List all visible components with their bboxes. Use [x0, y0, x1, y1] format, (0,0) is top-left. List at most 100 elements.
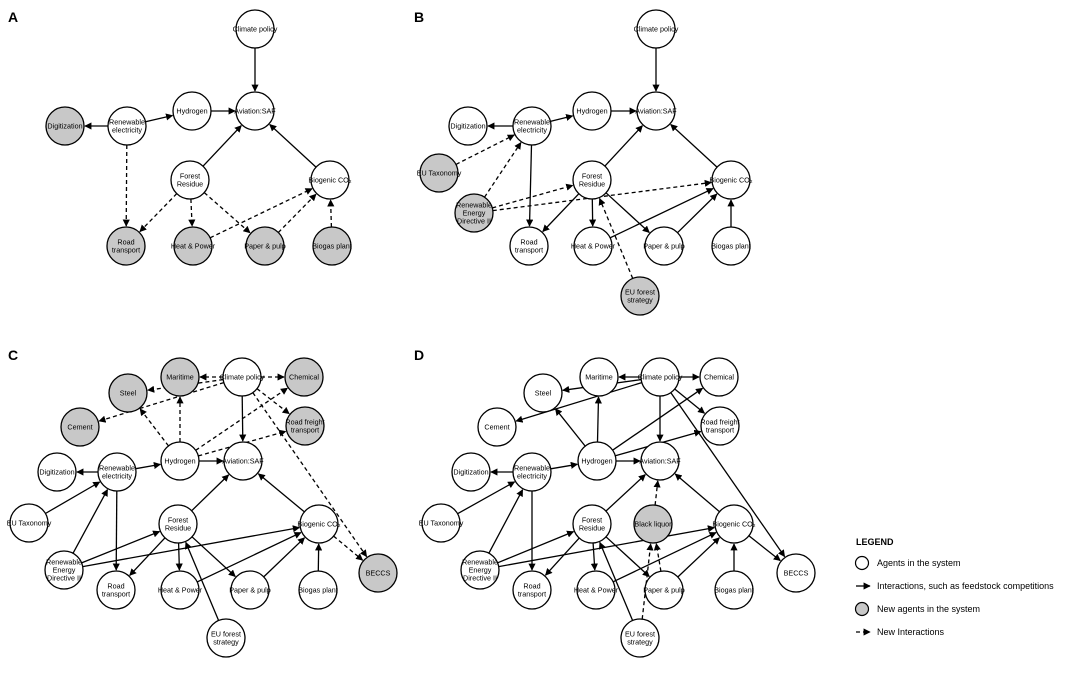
panel-a-edge-renew-to-hydrogen [145, 113, 174, 123]
panel-b-node-hydrogen: Hydrogen [572, 91, 612, 131]
panel-d-node-euforest-label: strategy [627, 638, 653, 647]
panel-c-node-steel-circle [108, 373, 148, 413]
panel-b-node-digit: Digitization [448, 106, 488, 146]
panel-c-node-saf-label: Aviation:SAF [222, 457, 264, 466]
panel-d-edge-climate-to-cement [515, 381, 642, 423]
panel-c-node-biogas-circle [298, 570, 338, 610]
panel-c-edge-forest-to-heat [175, 542, 183, 571]
panel-c-node-forest-label: Forest [168, 515, 188, 524]
panel-c-node-renew-circle [97, 452, 137, 492]
panel-c-node-euforest-circle [206, 618, 246, 658]
panel-c-node-red-label: Energy [53, 566, 76, 575]
panel-b-node-heat: Heat & Power [571, 226, 616, 266]
panel-b-node-euforest-label: EU forest [625, 287, 655, 296]
panel-b-node-renew-label: electricity [517, 126, 547, 135]
panel-d-node-heat-label: Heat & Power [574, 586, 619, 595]
panel-b-edge-red-to-renew [483, 142, 522, 198]
panel-a-node-road-circle [106, 226, 146, 266]
panel-a-node-heat-circle [173, 226, 213, 266]
panel-a-edge-heat-to-bioco2 [209, 188, 313, 239]
panel-c-node-hydrogen-circle [160, 441, 200, 481]
panel-b-edge-renew-to-hydrogen [550, 113, 574, 123]
panel-c-edge-eutax-to-renew [45, 481, 101, 515]
panel-a-edge-biogas-to-bioco2 [327, 199, 335, 228]
panel-b-node-renew-label: Renewable [514, 117, 550, 126]
panel-c-node-renew-label: electricity [102, 472, 132, 481]
panel-c-node-maritime-label: Maritime [166, 373, 194, 382]
panel-b-node-hydrogen-circle [572, 91, 612, 131]
panel-d-node-road-label: transport [518, 590, 546, 599]
panel-a-edge-renew-to-road [122, 144, 130, 227]
panel-c-node-saf: Aviation:SAF [222, 441, 264, 481]
panel-d-node-maritime-label: Maritime [585, 373, 613, 382]
panel-a: A Climate policyRenewableelectricityHydr… [8, 9, 352, 266]
panel-d-edge-eutax-to-renew [457, 481, 516, 515]
legend-agent-swatch [854, 555, 870, 571]
legend-interaction-text: Interactions, such as feedstock competit… [877, 581, 1054, 591]
panel-d-node-beccs-label: BECCS [784, 569, 809, 578]
panel-b-edge-paper-to-bioco2 [677, 193, 718, 234]
legend-new-agent-swatch [854, 601, 870, 617]
panel-c-edge-bioco2-to-saf [257, 473, 305, 513]
panel-b-node-euforest-label: strategy [627, 296, 653, 305]
panel-c-node-bioco2: Biogenic CO₂ [297, 504, 341, 544]
legend: LEGEND Agents in the system Interactions… [854, 537, 1054, 637]
panel-b-node-road-label: Road [520, 237, 537, 246]
panel-a-node-digit-circle [45, 106, 85, 146]
legend-title: LEGEND [856, 537, 894, 547]
panel-d-node-red-label: Renewable [462, 557, 498, 566]
panel-c-edge-climate-to-beccs [252, 392, 368, 558]
panel-d-edges [457, 373, 786, 621]
panel-c-edge-climate-to-roadfreight [256, 388, 290, 415]
panel-c-edge-renew-to-hydrogen [135, 461, 162, 470]
panel-c-node-steel-label: Steel [120, 389, 137, 398]
panel-c-node-heat: Heat & Power [158, 570, 203, 610]
panel-b-node-biogas: Biogas plant [711, 226, 751, 266]
panel-a-node-saf-label: Aviation:SAF [234, 107, 276, 116]
panel-c-node-roadfreight-label: transport [291, 426, 319, 435]
panel-c-node-cement-circle [60, 407, 100, 447]
panel-d-node-renew-label: electricity [517, 472, 547, 481]
panel-c-edge-paper-to-bioco2 [263, 537, 306, 578]
panel-d-node-roadfreight-circle [700, 406, 740, 446]
panel-d-node-blackliquor: Black liquor [633, 504, 673, 544]
panel-c-node-digit-circle [37, 452, 77, 492]
panel-d-node-forest-circle [572, 504, 612, 544]
panel-b-node-eutax-label: EU Taxonomy [417, 169, 462, 178]
panel-a-node-paper: Paper & pulp [244, 226, 286, 266]
panel-c-edge-forest-to-paper [191, 536, 236, 577]
panel-c-edge-hydrogen-to-chemical [195, 387, 288, 451]
panel-d-edge-hydrogen-to-maritime [594, 396, 602, 443]
panel-d-node-renew-label: Renewable [514, 463, 550, 472]
panel-c-edge-bioco2-to-beccs [333, 535, 364, 561]
panel-c-node-maritime: Maritime [160, 357, 200, 397]
panel-b-node-climate-label: Climate policy [634, 25, 679, 34]
panel-b-node-forest-circle [572, 160, 612, 200]
panel-d-edge-renew-to-hydrogen [550, 461, 579, 470]
panel-a-node-paper-label: Paper & pulp [244, 242, 286, 251]
panel-d-label: D [414, 347, 424, 363]
panel-d-node-roadfreight-label: transport [706, 426, 734, 435]
panel-d-edge-euforest-to-forest [598, 541, 634, 621]
panel-a-node-climate-circle [235, 9, 275, 49]
panel-c-node-paper-circle [230, 570, 270, 610]
panel-a-node-heat: Heat & Power [171, 226, 216, 266]
panel-c-node-chemical: Chemical [284, 357, 324, 397]
panel-d-edge-paper-to-bioco2 [677, 537, 720, 578]
panel-d-node-red-label: Directive II [463, 574, 497, 583]
panel-c-node-roadfreight-label: Road freight [285, 417, 324, 426]
panel-d-node-maritime-circle [579, 357, 619, 397]
panel-a-node-bioco2-circle [310, 160, 350, 200]
panel-c-node-forest-circle [158, 504, 198, 544]
panel-d-node-maritime: Maritime [579, 357, 619, 397]
panel-b-edge-euforest-to-forest [598, 197, 634, 279]
panel-c-edge-renew-to-road [112, 490, 120, 571]
panel-d-node-beccs: BECCS [776, 553, 816, 593]
